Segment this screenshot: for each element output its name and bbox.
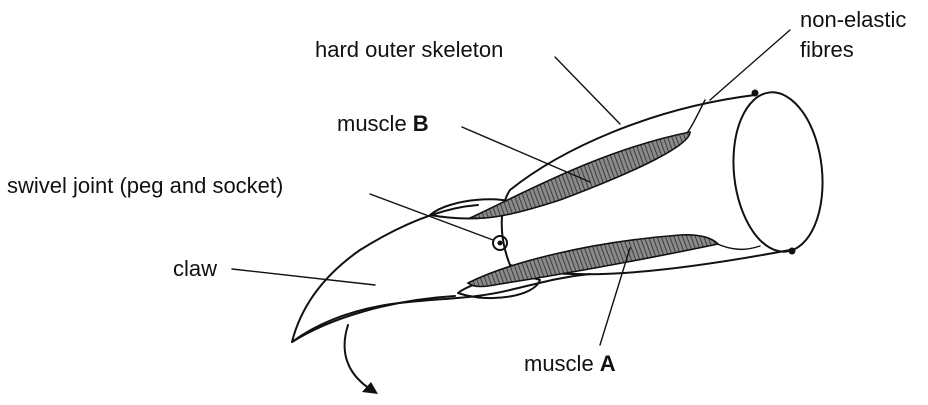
label-fibres: fibres <box>800 37 854 62</box>
segment-end-opening <box>726 88 830 256</box>
muscle-a-shape <box>468 235 718 287</box>
leader-claw <box>232 269 375 285</box>
leader-hard-outer-skeleton <box>555 57 620 124</box>
label-muscle-b-text: muscle <box>337 111 413 136</box>
label-hard-outer-skeleton: hard outer skeleton <box>315 37 503 62</box>
inner-fibre-line-bottom <box>715 243 760 249</box>
movement-arrow-curve <box>345 325 375 392</box>
label-non-elastic: non-elastic <box>800 7 906 32</box>
label-swivel-joint: swivel joint (peg and socket) <box>7 173 283 198</box>
label-claw: claw <box>173 256 217 281</box>
leader-non-elastic-fibres <box>710 30 790 100</box>
swivel-joint-socket <box>498 241 503 246</box>
claw-tip-inner <box>292 296 455 342</box>
leader-muscle-b <box>462 127 590 182</box>
label-muscle-b-letter: B <box>413 111 429 136</box>
label-muscle-b: muscle B <box>337 111 429 136</box>
label-muscle-a: muscle A <box>524 351 616 376</box>
fibre-attachment-point-bottom <box>789 248 796 255</box>
fibre-attachment-point-top <box>752 90 759 97</box>
label-muscle-a-text: muscle <box>524 351 600 376</box>
label-muscle-a-letter: A <box>600 351 616 376</box>
upper-segment-top-edge <box>510 95 755 190</box>
